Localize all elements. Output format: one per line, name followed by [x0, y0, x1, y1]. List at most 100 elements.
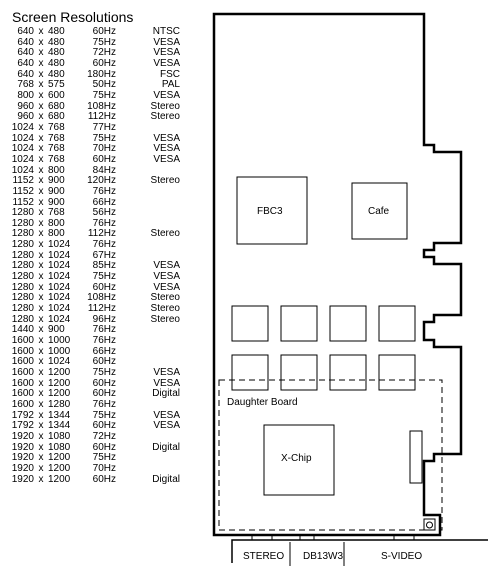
resolution-refresh-rate: 70Hz — [92, 143, 116, 155]
resolution-refresh-rate: 75Hz — [92, 452, 116, 464]
resolution-standard: VESA — [153, 281, 180, 293]
resolution-separator: x — [38, 356, 44, 368]
resolution-standard: Stereo — [150, 303, 180, 315]
resolution-height: 680 — [48, 100, 65, 112]
board-outline — [212, 12, 463, 537]
resolution-standard: Stereo — [150, 228, 180, 240]
resolution-refresh-rate: 75Hz — [92, 409, 116, 421]
resolution-separator: x — [38, 89, 44, 101]
db13w3-label: DB13W3 — [303, 551, 344, 562]
resolution-standard: Digital — [152, 388, 180, 400]
memory-chip — [329, 305, 367, 342]
memory-chip — [231, 305, 269, 342]
resolution-height: 480 — [48, 36, 65, 48]
resolution-refresh-rate: 60Hz — [92, 441, 116, 453]
resolution-width: 1280 — [11, 207, 34, 219]
resolution-height: 1024 — [48, 260, 71, 272]
resolution-separator: x — [38, 292, 44, 304]
resolution-separator: x — [38, 324, 44, 336]
resolution-width: 1280 — [11, 292, 34, 304]
corner-component — [423, 518, 436, 531]
resolution-height: 1024 — [48, 281, 71, 293]
resolution-height: 1200 — [48, 377, 71, 389]
resolution-refresh-rate: 60Hz — [92, 356, 116, 368]
resolution-separator: x — [38, 47, 44, 59]
resolution-separator: x — [38, 367, 44, 378]
resolution-height: 1080 — [48, 430, 71, 442]
resolution-height: 1000 — [48, 335, 71, 347]
resolution-separator: x — [38, 239, 44, 251]
xchip-label: X-Chip — [281, 453, 312, 464]
resolution-separator: x — [38, 175, 44, 187]
resolution-refresh-rate: 108Hz — [87, 100, 116, 112]
resolution-height: 1200 — [48, 388, 71, 400]
resolution-standard: VESA — [153, 89, 180, 101]
resolution-width: 960 — [17, 111, 34, 123]
resolution-height: 1000 — [48, 345, 71, 357]
resolution-height: 900 — [48, 196, 65, 208]
resolution-separator: x — [38, 345, 44, 357]
resolution-refresh-rate: 76Hz — [92, 185, 116, 197]
resolution-separator: x — [38, 100, 44, 112]
resolution-height: 900 — [48, 175, 65, 187]
resolution-standard: VESA — [153, 36, 180, 48]
resolution-width: 800 — [17, 89, 34, 101]
resolution-height: 1080 — [48, 441, 71, 453]
resolution-width: 1280 — [11, 303, 34, 315]
resolution-standard: VESA — [153, 367, 180, 378]
resolution-refresh-rate: 112Hz — [87, 111, 116, 123]
resolution-width: 1792 — [11, 409, 34, 421]
resolution-height: 600 — [48, 89, 65, 101]
resolution-refresh-rate: 67Hz — [92, 249, 116, 261]
screen-resolutions-heading: Screen Resolutions — [12, 9, 134, 25]
resolution-separator: x — [38, 281, 44, 293]
resolution-height: 480 — [48, 26, 65, 37]
resolution-standard: FSC — [160, 68, 180, 80]
resolution-refresh-rate: 85Hz — [92, 260, 116, 272]
memory-chip — [329, 354, 367, 391]
resolution-separator: x — [38, 398, 44, 410]
resolution-height: 680 — [48, 111, 65, 123]
resolution-refresh-rate: 60Hz — [92, 473, 116, 485]
resolution-refresh-rate: 75Hz — [92, 36, 116, 48]
resolution-standard: VESA — [153, 143, 180, 155]
resolution-width: 1792 — [11, 420, 34, 432]
resolution-height: 1024 — [48, 313, 71, 325]
resolution-width: 1280 — [11, 313, 34, 325]
resolution-width: 960 — [17, 100, 34, 112]
resolution-width: 1152 — [12, 196, 34, 208]
resolution-refresh-rate: 60Hz — [92, 26, 116, 37]
resolution-refresh-rate: 84Hz — [92, 164, 116, 176]
resolution-height: 1024 — [48, 271, 71, 283]
resolution-width: 1600 — [11, 345, 34, 357]
memory-chip — [378, 354, 416, 391]
resolution-standard: Stereo — [150, 175, 180, 187]
resolution-separator: x — [38, 196, 44, 208]
resolution-width: 1600 — [11, 398, 34, 410]
resolution-standard: VESA — [153, 47, 180, 59]
daughter-board-outline — [218, 379, 443, 531]
cafe-chip — [351, 182, 408, 240]
resolution-refresh-rate: 76Hz — [92, 217, 116, 229]
resolution-refresh-rate: 72Hz — [92, 430, 116, 442]
resolution-height: 575 — [48, 79, 65, 91]
fbc3-chip — [236, 176, 308, 245]
resolution-height: 1024 — [48, 292, 71, 304]
resolution-standard: Stereo — [150, 313, 180, 325]
resolution-height: 480 — [48, 57, 65, 69]
